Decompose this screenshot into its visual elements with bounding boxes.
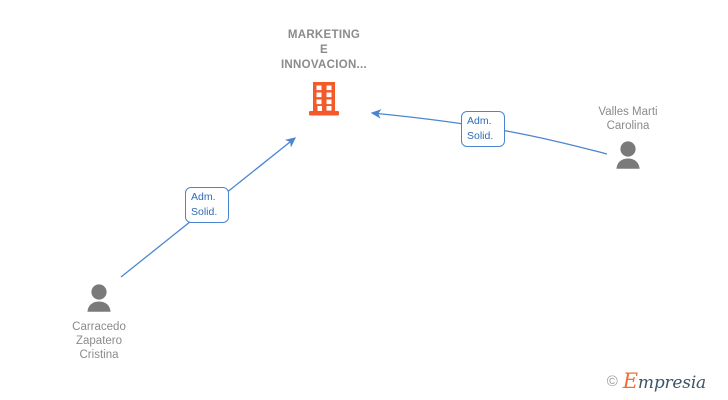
relation-label-line1: Adm.: [467, 115, 492, 127]
company-name-label: MARKETING E INNOVACION...: [280, 29, 368, 71]
edge-valles-to-company: [370, 109, 608, 155]
building-icon[interactable]: [248, 79, 400, 117]
person-node-carracedo-zapatero-cristina[interactable]: Carracedo Zapatero Cristina: [19, 280, 179, 362]
relation-label-right[interactable]: Adm. Solid.: [461, 111, 505, 147]
copyright-icon: ©: [606, 373, 618, 390]
relation-label-line2: Solid.: [191, 206, 218, 218]
brand-name: Empresia: [623, 371, 706, 392]
brand-rest: mpresia: [637, 373, 706, 393]
person-icon[interactable]: [548, 137, 708, 173]
relation-label-line2: Solid.: [467, 130, 494, 142]
person-name-label: Carracedo Zapatero Cristina: [72, 321, 126, 361]
person-name-label: Valles Marti Carolina: [598, 106, 658, 132]
person-icon[interactable]: [19, 280, 179, 316]
watermark: © Empresia: [607, 371, 706, 392]
relation-label-left[interactable]: Adm. Solid.: [185, 187, 229, 223]
person-node-valles-marti-carolina[interactable]: Valles Marti Carolina: [548, 105, 708, 173]
company-node[interactable]: MARKETING E INNOVACION...: [248, 28, 400, 117]
relation-label-line1: Adm.: [191, 191, 216, 203]
brand-initial: E: [622, 369, 638, 393]
